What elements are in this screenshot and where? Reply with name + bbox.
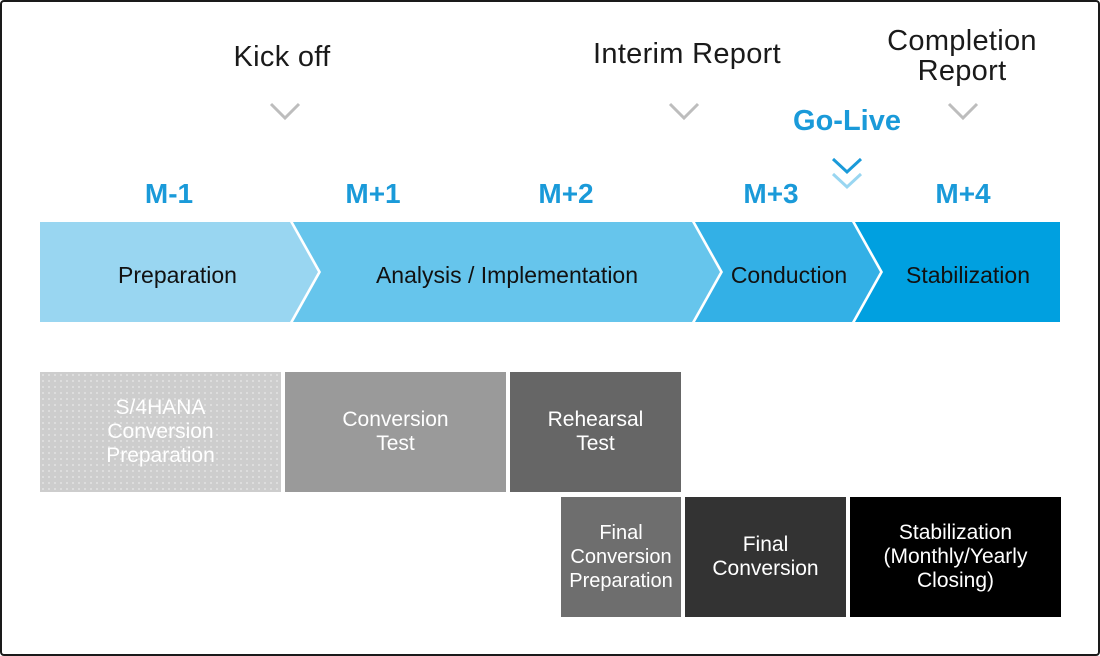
- phase-label-stabilization: Stabilization: [905, 262, 1031, 288]
- task-box-final-conversion: Final Conversion: [685, 497, 846, 617]
- phase-shape-conduction: [695, 222, 880, 322]
- month-label-m+2: M+2: [538, 178, 594, 209]
- month-label-m+4: M+4: [935, 178, 991, 209]
- task-box-rehearsal-test: Rehearsal Test: [510, 372, 681, 492]
- task-box-stabilization-closing: Stabilization (Monthly/Yearly Closing): [850, 497, 1061, 617]
- phase-label-analysis-implementation: Analysis / Implementation: [375, 262, 639, 288]
- month-label-m+3: M+3: [743, 178, 799, 209]
- chevron-down-icon: [947, 102, 979, 121]
- month-label-m-1: M-1: [144, 178, 194, 209]
- month-label-m+1: M+1: [345, 178, 401, 209]
- phase-label-preparation: Preparation: [118, 262, 237, 288]
- go-live-label: Go-Live: [793, 105, 901, 137]
- phase-label-conduction: Conduction: [730, 262, 848, 288]
- milestone-kickoff-label: Kick off: [233, 41, 331, 73]
- task-box-final-conversion-preparation: Final Conversion Preparation: [561, 497, 681, 617]
- task-box-s4hana-conversion-preparation: S/4HANA Conversion Preparation: [40, 372, 281, 492]
- phase-shape-stabilization: [855, 222, 1060, 322]
- chevron-down-icon: [668, 102, 700, 121]
- task-box-conversion-test: Conversion Test: [285, 372, 506, 492]
- double-chevron-down-icon: [831, 157, 863, 190]
- phase-shape-preparation: [40, 222, 318, 322]
- phase-shape-analysis-implementation: [293, 222, 720, 322]
- milestone-completion-report-label: Completion Report: [887, 25, 1037, 87]
- chevron-down-icon: [269, 102, 301, 121]
- milestone-interim-report-label: Interim Report: [593, 38, 781, 70]
